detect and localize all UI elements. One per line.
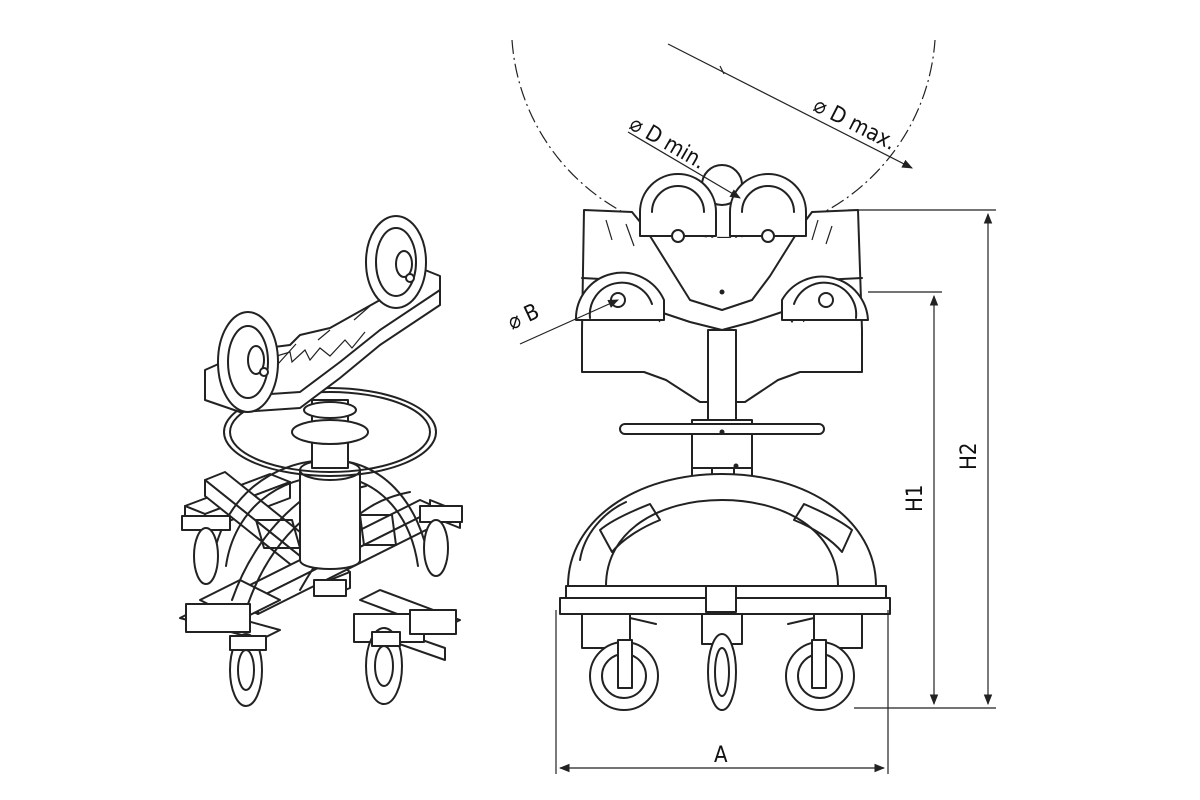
b-dimension-line [519, 299, 619, 345]
iso-column [291, 399, 369, 597]
dimensions [519, 43, 996, 774]
d-min-label: ⌀ D min. [625, 112, 710, 175]
front-view [511, 39, 936, 711]
iso-handwheel [223, 387, 437, 477]
h1-label: H1 [903, 485, 928, 512]
a-label: A [714, 743, 728, 768]
isometric-view [179, 215, 463, 707]
iso-casters [181, 505, 463, 707]
h2-label: H2 [957, 443, 982, 470]
front-roller-right [781, 275, 869, 321]
d-max-dimension-line [667, 43, 913, 169]
front-rollers-top [639, 173, 807, 243]
d-min-dimension-line [627, 131, 741, 199]
b-label: ⌀ B [504, 299, 543, 335]
iso-roller-left [217, 311, 279, 413]
front-roller-left [574, 271, 665, 321]
max-diameter-circle [511, 39, 936, 238]
front-arch [567, 473, 877, 587]
d-max-label: ⌀ D max. [809, 93, 900, 156]
front-base-plate [559, 585, 891, 615]
front-casters [581, 613, 863, 711]
iso-roller-right [365, 215, 427, 309]
